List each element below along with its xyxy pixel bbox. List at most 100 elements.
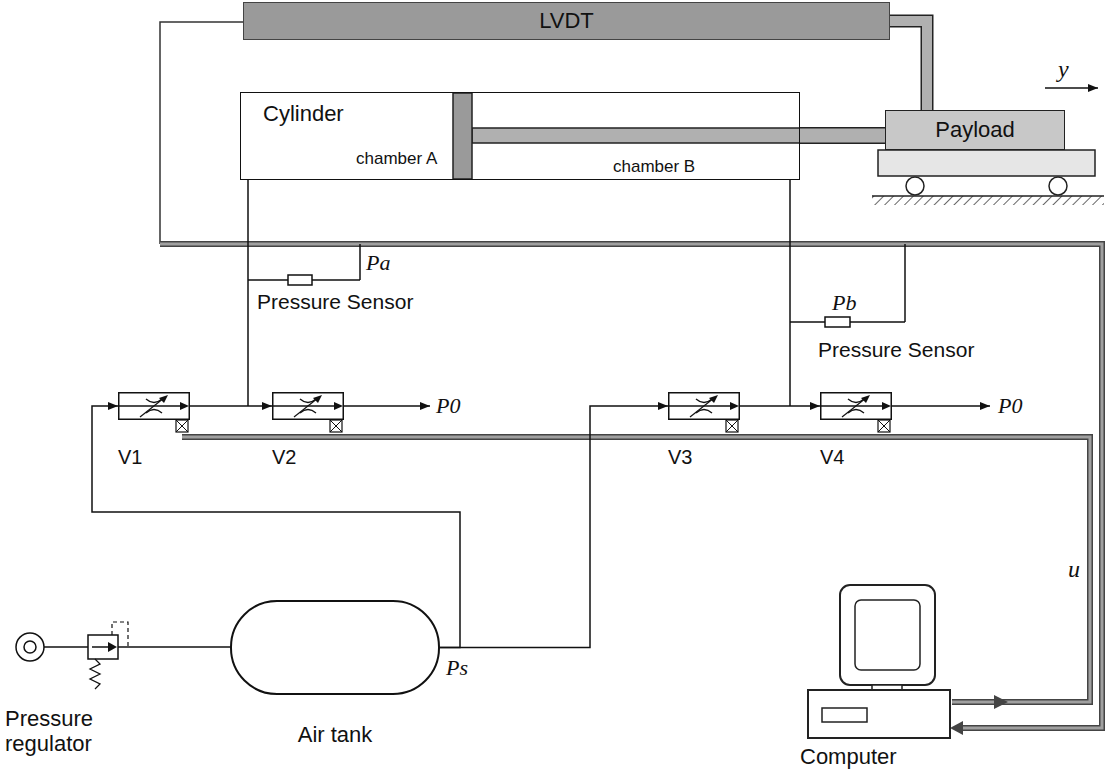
lvdt-wire-part <box>160 22 243 244</box>
pressure-sensor-a-part <box>288 275 312 285</box>
valve-body <box>821 393 892 420</box>
valve-body <box>119 393 190 420</box>
valve-label: V4 <box>820 446 844 469</box>
valve-flow-arrow <box>180 402 189 410</box>
valve: V2 <box>272 392 344 420</box>
control-bus-part <box>994 695 1008 709</box>
control-bus <box>182 437 1090 709</box>
pipe-line <box>740 405 820 407</box>
exhaust-pressure-symbol: P0 <box>998 393 1022 418</box>
valve-flow-line <box>668 405 730 407</box>
ground-part <box>872 196 1104 205</box>
computer-symbol-part <box>855 600 920 670</box>
piston-rod <box>890 21 927 110</box>
cylinder-box: Cylinderchamber Achamber B <box>240 92 800 180</box>
tank-body <box>231 601 439 694</box>
pressure-regulator-symbol-part <box>108 642 117 652</box>
pressure-regulator-symbol-part <box>44 646 88 648</box>
pressure-regulator-symbol-part <box>112 622 128 647</box>
valve-body <box>273 393 344 420</box>
valve: V1 <box>118 392 190 420</box>
solenoids-part <box>176 420 188 432</box>
valve-flow-line <box>820 405 882 407</box>
pressure-regulator-symbol-part <box>92 646 110 648</box>
ground <box>872 196 1104 205</box>
pressure-regulator-symbol-part <box>88 635 118 659</box>
solenoids-part <box>726 420 738 432</box>
sensor-bus <box>160 244 1102 735</box>
valve-symbol <box>272 392 344 420</box>
tank-outline <box>230 600 440 695</box>
solenoids-part <box>878 420 890 432</box>
valve-label: V1 <box>118 446 142 469</box>
valve-adjust-line <box>842 398 866 417</box>
pressure-regulator-symbol-part <box>24 641 36 653</box>
ground-part <box>872 195 1104 197</box>
control-bus-part <box>182 437 1090 702</box>
computer-symbol-part <box>808 690 950 738</box>
pipe-line <box>190 405 272 407</box>
valve-body <box>669 393 740 420</box>
valve-adjust-line <box>140 398 164 417</box>
pressure-regulator-symbol-part <box>118 646 230 648</box>
sensor-taps-part <box>904 244 906 322</box>
sensor-taps-part <box>359 244 361 280</box>
pipe-connector <box>190 406 272 407</box>
cart-part <box>1049 177 1067 195</box>
exhaust-pressure-symbol: P0 <box>436 393 460 418</box>
exhaust-arrows-part <box>344 405 430 407</box>
computer-symbol-part <box>822 708 867 722</box>
cart <box>878 150 1095 195</box>
pressure-regulator-symbol <box>16 622 230 689</box>
sensor-bus-part <box>160 244 1102 728</box>
cylinder-label: Cylinder <box>263 101 344 126</box>
rod-outline <box>800 127 885 144</box>
lvdt-label: LVDT <box>539 8 594 33</box>
cart-part <box>906 177 924 195</box>
sensor-bus-part <box>950 721 963 735</box>
supply-pressure-symbol: Ps <box>446 655 468 680</box>
solenoids-part <box>330 420 342 432</box>
chamber-pipes <box>248 180 790 406</box>
pressure-sensor-a <box>248 275 360 285</box>
displacement-arrow-part <box>1045 87 1098 89</box>
valve-adjust-arrow <box>709 395 718 403</box>
valve-symbol <box>668 392 740 420</box>
solenoids-part <box>726 420 738 432</box>
valve-symbol <box>118 392 190 420</box>
valve-flow-line <box>118 405 180 407</box>
payload-box: Payload <box>885 110 1065 150</box>
valve-flow-line <box>272 405 334 407</box>
solenoids-part <box>176 420 188 432</box>
valve-adjust-line <box>294 398 318 417</box>
valve-adjust-arrow <box>861 395 870 403</box>
valve-label: V3 <box>668 446 692 469</box>
valve-adjust-arrow <box>313 395 322 403</box>
chamber-pipes-part <box>248 180 790 406</box>
sensor-bus-part <box>160 244 1102 728</box>
displacement-arrow <box>1045 88 1098 89</box>
piston-part <box>453 93 472 179</box>
control-signal-symbol: u <box>1068 556 1080 584</box>
computer-label: Computer <box>800 744 897 769</box>
valve: V3 <box>668 392 740 420</box>
pressure-sensor-b <box>790 317 905 327</box>
pressure-regulator-symbol-part <box>16 633 44 661</box>
computer-symbol-part <box>840 585 935 685</box>
valve-symbol <box>820 392 892 420</box>
sensor-label: Pressure Sensor <box>257 290 413 314</box>
computer-symbol <box>808 585 950 738</box>
air-tank: Air tank <box>230 600 440 695</box>
control-bus-part <box>182 437 1090 702</box>
lvdt-sensor: LVDT <box>243 2 890 40</box>
valve-flow-arrow <box>730 402 739 410</box>
valve-label: V2 <box>272 446 296 469</box>
rod-outline <box>890 21 927 110</box>
pipe-connector <box>740 406 820 407</box>
rod-fill <box>800 129 885 143</box>
solenoids-part <box>878 420 890 432</box>
valve-adjust-arrow <box>159 395 168 403</box>
displacement-symbol: y <box>1058 56 1069 84</box>
rod-fill <box>890 21 927 110</box>
cart-part <box>878 150 1095 176</box>
